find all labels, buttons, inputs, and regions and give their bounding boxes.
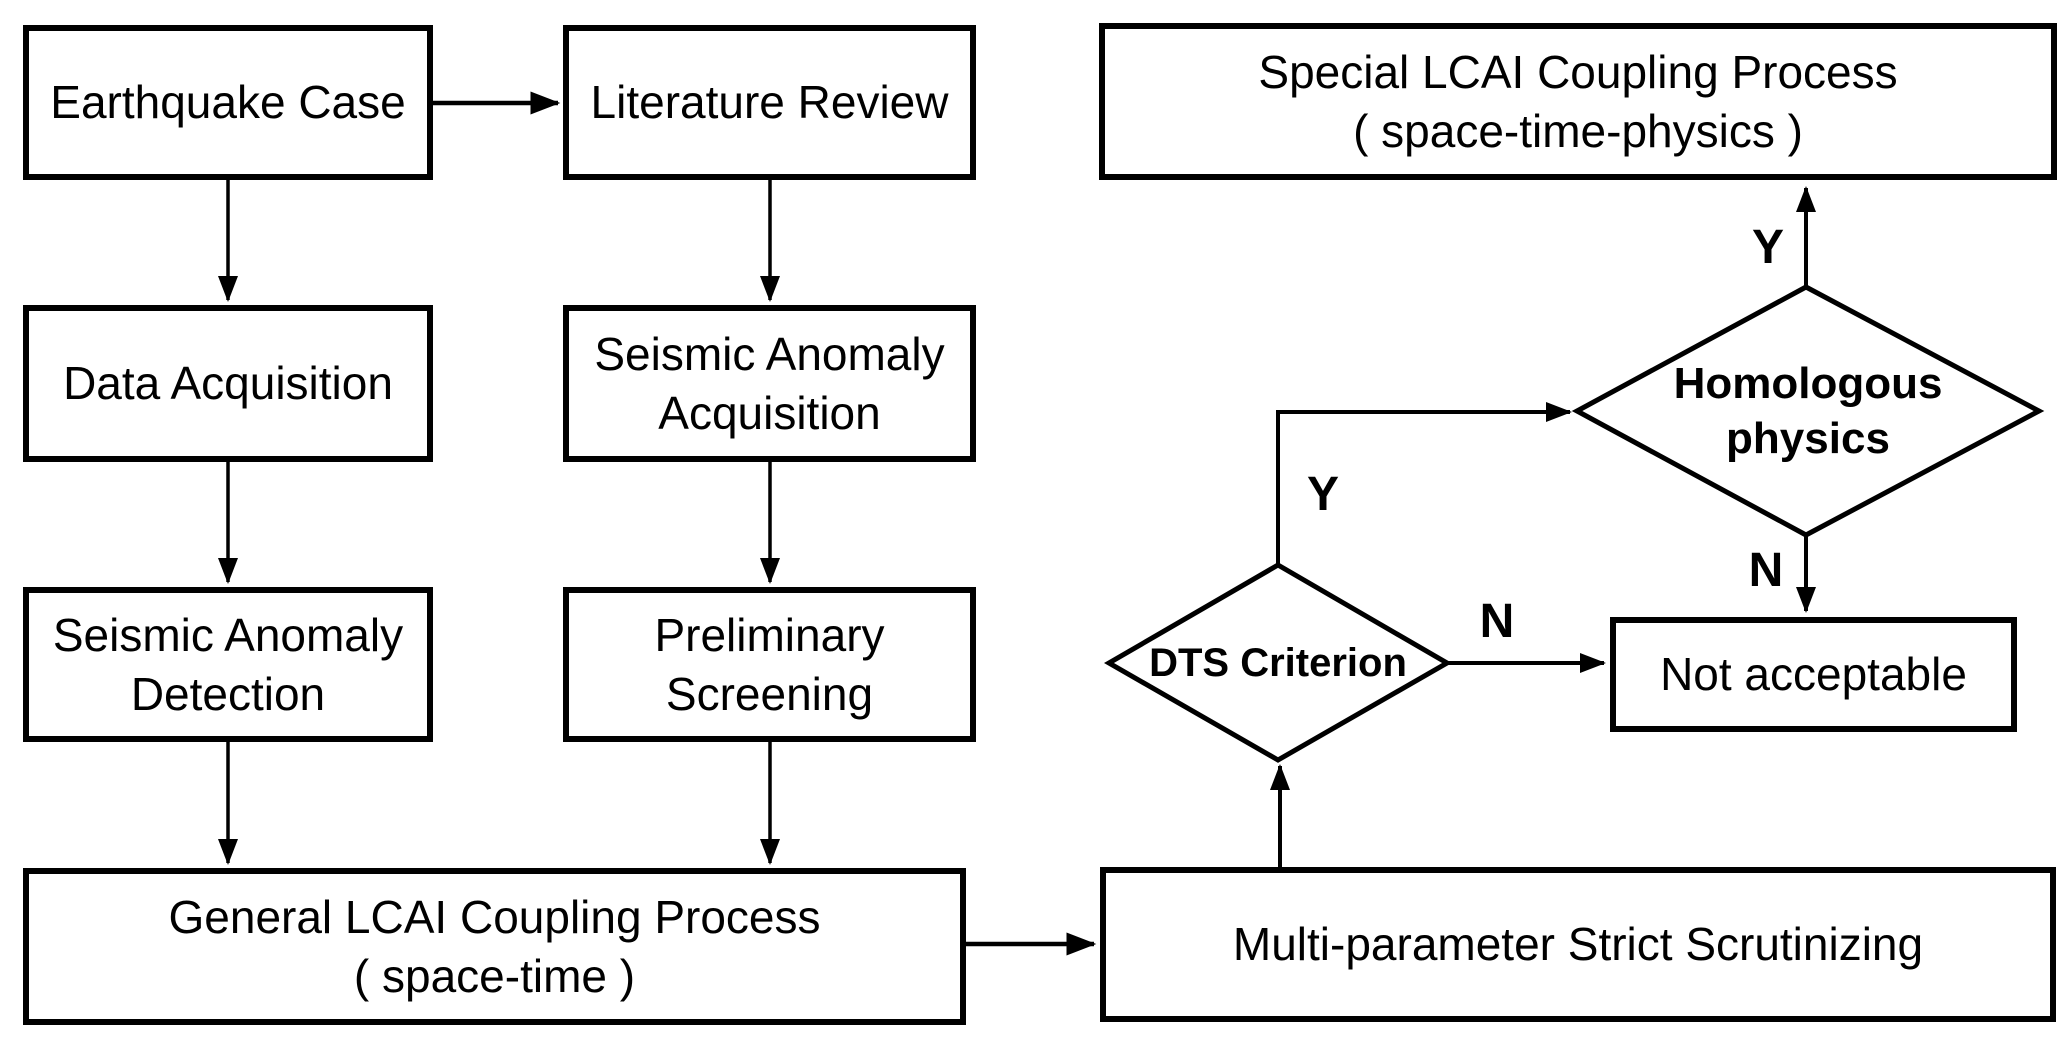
- node-seismic-anomaly-detection: Seismic Anomaly Detection: [23, 587, 433, 742]
- node-general-lcai-coupling-process: General LCAI Coupling Process ( space-ti…: [23, 868, 966, 1025]
- edge-label-homologous-yes: Y: [1751, 221, 1785, 274]
- node-data-acquisition: Data Acquisition: [23, 305, 433, 462]
- node-literature-review: Literature Review: [563, 25, 976, 180]
- node-homologous-physics-label: Homologous physics: [1673, 359, 1943, 463]
- node-seismic-anomaly-acquisition: Seismic Anomaly Acquisition: [563, 305, 976, 462]
- node-preliminary-screening: Preliminary Screening: [563, 587, 976, 742]
- edge-label-homologous-no: N: [1748, 544, 1784, 597]
- edge-label-dts-yes: Y: [1306, 468, 1340, 521]
- node-multi-parameter-strict-scrutinizing: Multi-parameter Strict Scrutinizing: [1100, 867, 2056, 1022]
- node-not-acceptable: Not acceptable: [1610, 617, 2017, 732]
- diamond-dts-criterion: [1103, 562, 1453, 763]
- diamond-homologous-physics: [1571, 284, 2045, 538]
- node-dts-criterion-label: DTS Criterion: [1149, 640, 1407, 685]
- arrow-dts-yes-to-homologous: [1276, 402, 1572, 565]
- edge-label-dts-no: N: [1479, 595, 1515, 648]
- node-special-lcai-coupling-process: Special LCAI Coupling Process ( space-ti…: [1099, 23, 2057, 180]
- node-earthquake-case: Earthquake Case: [23, 25, 433, 180]
